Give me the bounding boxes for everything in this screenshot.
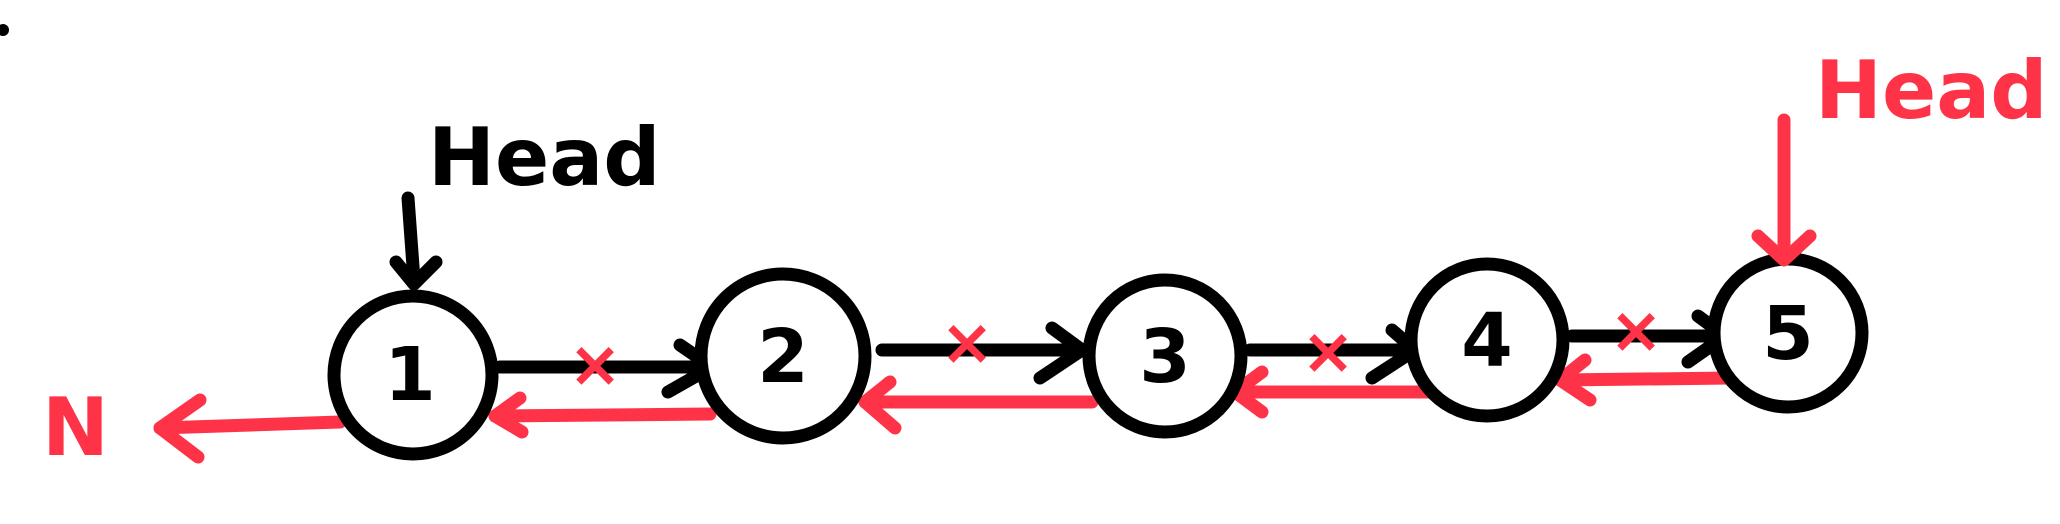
node-label: 5: [1762, 291, 1814, 377]
node-1: 1: [327, 289, 499, 461]
new-head: Head: [1751, 44, 2047, 267]
node-circle: [327, 289, 499, 461]
reversed-link-1-null: [153, 393, 347, 464]
new-head-label: Head: [1815, 44, 2047, 137]
original-head-arrow: [389, 191, 443, 291]
null-label: N: [42, 381, 109, 474]
nodes: 1 2 3 4 5: [327, 252, 1869, 461]
original-head: Head: [389, 111, 660, 291]
node-3: 3: [1082, 273, 1248, 439]
reversed-link-2-1: [488, 391, 717, 439]
node-circle: [694, 267, 872, 445]
original-head-label: Head: [428, 111, 660, 204]
node-4: 4: [1404, 257, 1570, 423]
reversed-link-5-4: [1553, 353, 1739, 407]
node-label: 3: [1139, 314, 1191, 400]
cross-mark-1: ×: [568, 328, 622, 402]
node-label: 2: [757, 314, 809, 400]
cross-mark-2: ×: [940, 306, 994, 380]
removed-link-marks: × × × ×: [568, 294, 1663, 402]
node-circle: [1404, 257, 1570, 423]
cross-mark-4: ×: [1609, 294, 1663, 368]
cross-mark-3: ×: [1301, 315, 1355, 389]
forward-link-2-3: [875, 321, 1089, 385]
reversed-link-3-2: [858, 375, 1099, 435]
node-5: 5: [1707, 252, 1869, 414]
ink-dot: [0, 24, 9, 36]
node-circle: [1082, 273, 1248, 439]
node-label: 4: [1461, 298, 1513, 384]
new-head-arrow: [1751, 113, 1817, 267]
node-label: 1: [384, 332, 436, 418]
node-2: 2: [694, 267, 872, 445]
